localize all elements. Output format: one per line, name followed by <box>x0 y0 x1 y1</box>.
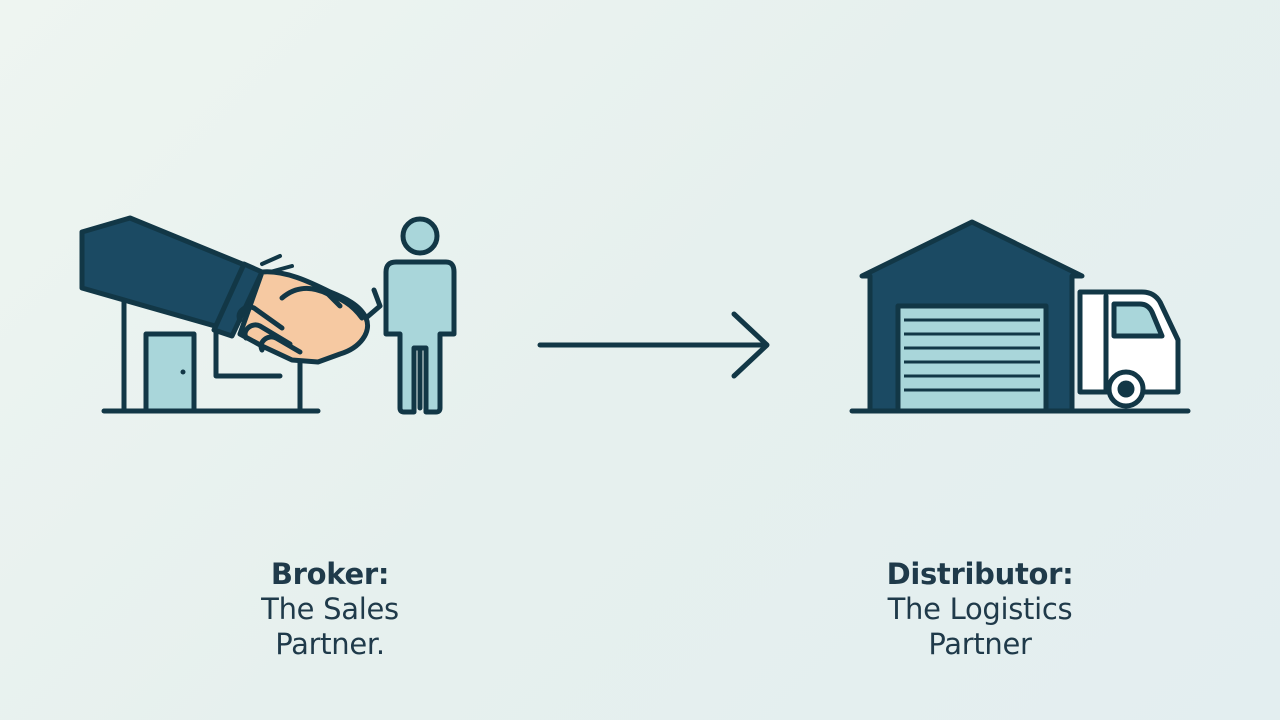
store-icon <box>101 297 321 414</box>
broker-caption: Broker: The Sales Partner. <box>210 557 450 661</box>
distributor-line-1: The Logistics <box>887 591 1073 626</box>
broker-line-2: Partner. <box>275 626 385 661</box>
distributor-caption: Distributor: The Logistics Partner <box>830 557 1130 661</box>
warehouse-icon <box>849 219 1191 414</box>
distributor-title: Distributor: <box>886 557 1074 591</box>
distributor-line-2: Partner <box>928 626 1032 661</box>
person-icon <box>383 216 457 415</box>
broker-title: Broker: <box>270 557 390 591</box>
handshake-icon <box>79 215 383 365</box>
broker-line-1: The Sales <box>261 591 399 626</box>
truck-icon <box>1077 289 1181 409</box>
arrow-right-icon <box>537 311 770 379</box>
